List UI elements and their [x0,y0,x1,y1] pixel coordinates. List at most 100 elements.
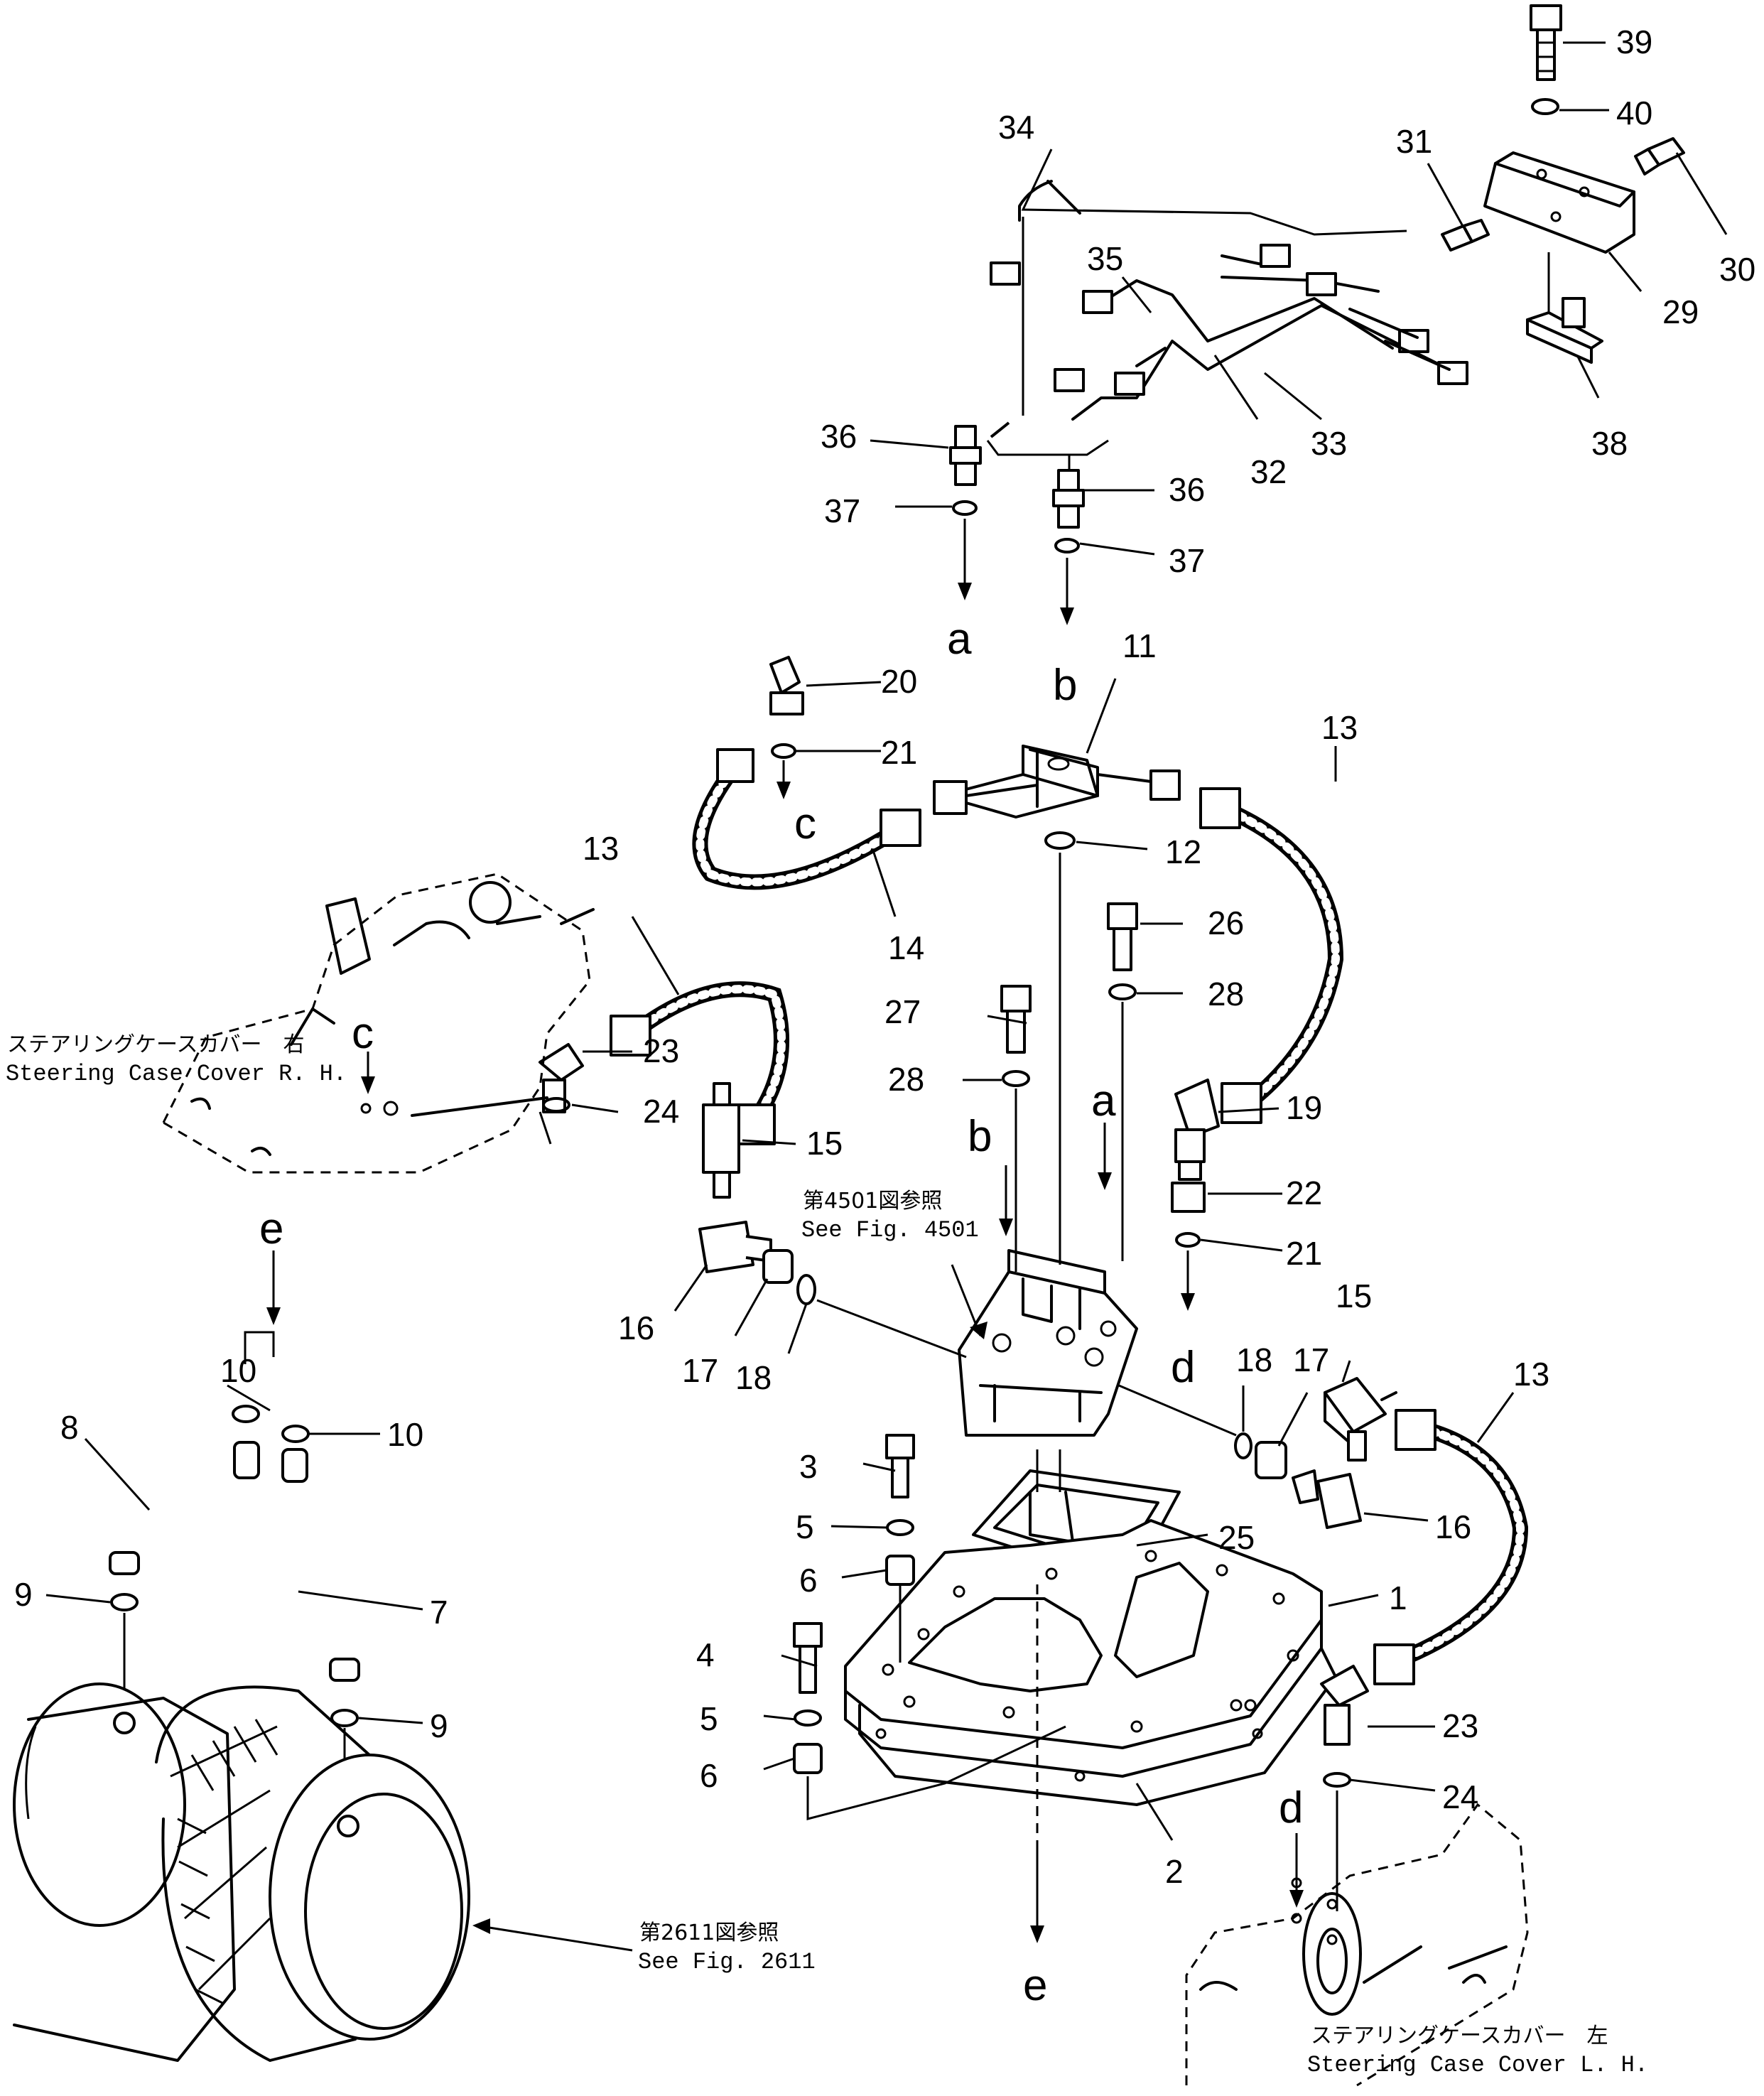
callout-10-right: 10 [387,1416,423,1453]
callout-8: 8 [60,1409,79,1446]
callout-34: 34 [998,109,1034,146]
bolt-27 [1000,985,1032,1054]
manifold-11 [940,745,1099,819]
washer-28-right [1108,983,1137,1000]
connection-c-left: c [352,1009,374,1058]
block-29 [1483,151,1635,254]
nut-17-left [762,1249,794,1284]
callout-15-left: 15 [806,1125,843,1162]
callout-17-right: 17 [1293,1341,1329,1378]
fitting-16-right [1292,1469,1362,1529]
callout-15-right: 15 [1336,1277,1372,1314]
left-fittings [539,981,967,1358]
bolt-26 [1107,902,1138,971]
callout-6-upper: 6 [799,1562,818,1599]
callout-21-bottom: 21 [1286,1235,1322,1272]
valve-hose-assembly [692,656,1344,1586]
callout-23-left: 23 [643,1032,679,1069]
callout-37-left: 37 [824,492,860,529]
callout-26: 26 [1208,904,1244,941]
housing-plates [844,1519,1337,1943]
plug-30 [1634,137,1685,175]
note-fig4501-jp: 第4501図参照 [803,1189,942,1214]
note-fig2611-en: See Fig. 2611 [638,1949,816,1975]
connection-b-mid: b [968,1112,992,1161]
callout-13-bottom-right: 13 [1513,1356,1549,1393]
callout-11: 11 [1122,627,1157,664]
fitting-16-left [698,1221,772,1273]
callout-18-left: 18 [735,1359,772,1396]
callout-36-left: 36 [821,418,857,455]
nut-22 [1171,1182,1206,1213]
callout-32: 32 [1250,453,1287,490]
oring-12 [1044,831,1076,850]
fitting-36-left [949,425,982,486]
pipes-32-35 [986,180,1468,472]
callout-25: 25 [1218,1519,1255,1556]
callout-28-left: 28 [888,1061,924,1098]
callout-14: 14 [888,929,924,966]
connection-d-mid: d [1171,1343,1195,1392]
elbow-23-right [1320,1665,1369,1746]
oring-18-right [1234,1432,1252,1459]
steering-case-cover-lh [1185,1803,1529,2087]
callout-31: 31 [1396,123,1432,160]
note-fig4501-en: See Fig. 4501 [801,1217,979,1243]
callout-24-right: 24 [1442,1778,1478,1815]
torque-converter [13,1250,633,2062]
callout-3: 3 [799,1448,818,1485]
oring-18-left [796,1274,816,1305]
elbow-20 [769,656,804,715]
callout-30: 30 [1719,251,1755,288]
callout-10-left: 10 [220,1352,256,1389]
callout-29: 29 [1662,293,1699,330]
connector-31 [1441,219,1490,252]
callout-35: 35 [1087,240,1123,277]
note-fig2611-jp: 第2611図参照 [639,1921,779,1945]
callout-22: 22 [1286,1174,1322,1211]
oring-37-right [1054,538,1080,553]
callout-37-right: 37 [1169,542,1205,579]
callout-21-top: 21 [881,734,917,771]
connection-e-left: e [259,1204,283,1253]
callout-28-right: 28 [1208,976,1244,1012]
callout-17-left: 17 [682,1352,718,1389]
connection-d-bottom: d [1279,1783,1303,1832]
callout-5-upper: 5 [796,1508,814,1545]
callout-1: 1 [1389,1579,1407,1616]
hose-13-right-top [1211,799,1344,1109]
callout-19: 19 [1286,1089,1322,1126]
callout-39: 39 [1616,23,1652,60]
fitting-15-right [1324,1377,1397,1462]
callout-13-left: 13 [583,830,619,867]
oring-21-bottom [1175,1232,1201,1248]
steering-case-cover-rh [162,873,595,1174]
note-rh-en: Steering Case Cover R. H. [6,1061,347,1087]
callout-4: 4 [696,1636,715,1673]
callout-12: 12 [1165,833,1201,870]
notes: ステアリングケースカバー 右 Steering Case Cover R. H.… [6,1032,1648,2078]
callout-24-left: 24 [643,1093,679,1130]
callout-9-left: 9 [14,1576,33,1613]
bracket-38 [1526,252,1603,364]
callout-7: 7 [430,1594,448,1631]
pipe-assembly-top [949,4,1685,625]
fitting-36-right [1052,469,1085,529]
callout-36-right: 36 [1169,471,1205,508]
washer-40 [1531,98,1559,115]
leader-lines [45,41,1728,1841]
oring-21-top [771,743,796,759]
callout-16-right: 16 [1435,1508,1471,1545]
connection-b-top: b [1053,661,1077,710]
callout-38: 38 [1591,425,1628,462]
callout-13-top-right: 13 [1321,709,1358,746]
callout-5-lower: 5 [700,1700,718,1737]
callout-18-right: 18 [1236,1341,1272,1378]
bolt-39 [1530,4,1562,81]
washer-28-left [1002,1070,1030,1087]
note-lh-jp: ステアリングケースカバー 左 [1311,2024,1608,2048]
oring-37-left [952,500,978,516]
connection-a-top: a [947,615,972,664]
callout-33: 33 [1311,425,1347,462]
